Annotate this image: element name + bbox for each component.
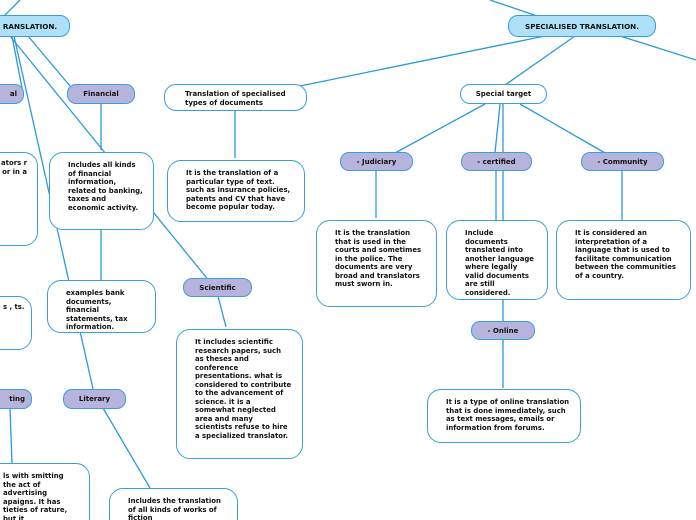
- node-label: ting: [9, 395, 25, 403]
- advertising-desc-partial: ls with smitting the act of advertising …: [0, 463, 90, 520]
- legal-desc-partial: l n. ators r or in a: [0, 152, 38, 246]
- translation-root-partial[interactable]: RANSLATION.: [0, 15, 70, 37]
- node-label: Financial: [83, 90, 119, 98]
- connector: [519, 103, 606, 154]
- certified-topic[interactable]: - certified: [461, 152, 532, 171]
- node-label: - Online: [487, 326, 519, 335]
- community-desc: It is considered an interpretation of a …: [556, 220, 691, 300]
- connector: [489, 0, 541, 18]
- scientific-desc: It includes scientific research papers, …: [176, 329, 303, 459]
- connector: [217, 295, 227, 328]
- connector: [27, 35, 71, 87]
- connector: [299, 35, 546, 87]
- literary-desc: Includes the translation of all kinds of…: [109, 488, 238, 520]
- judiciary-topic[interactable]: - Judiciary: [340, 152, 413, 171]
- specialised-types-node[interactable]: Translation of specialised types of docu…: [164, 84, 307, 111]
- literary-topic[interactable]: Literary: [63, 389, 126, 409]
- community-topic[interactable]: - Community: [581, 152, 664, 171]
- connector: [619, 35, 696, 61]
- specialised-types-desc: It is the translation of a particular ty…: [167, 160, 305, 222]
- financial-examples: examples bank documents, financial state…: [47, 280, 156, 333]
- judiciary-desc: It is the translation that is used in th…: [316, 220, 437, 307]
- advertising-topic-partial[interactable]: ting: [0, 389, 32, 409]
- node-label: - certified: [477, 157, 516, 166]
- node-label: al: [9, 90, 17, 98]
- specialised-translation-node[interactable]: SPECIALISED TRANSLATION.: [508, 15, 656, 37]
- legal-topic-partial[interactable]: al: [0, 84, 24, 104]
- connector: [504, 35, 576, 86]
- node-label: Scientific: [199, 283, 236, 292]
- online-desc: It is a type of online translation that …: [427, 389, 581, 443]
- special-target-node[interactable]: Special target: [460, 84, 547, 104]
- node-label: RANSLATION.: [2, 21, 58, 31]
- certified-desc: Include documents translated into anothe…: [446, 220, 548, 300]
- legal-examples-partial: s , ts.: [0, 296, 32, 350]
- financial-desc: Includes all kinds of financial informat…: [49, 152, 154, 230]
- node-label: Literary: [78, 395, 111, 403]
- connector: [102, 407, 151, 489]
- node-label: - Judiciary: [356, 157, 397, 166]
- financial-topic[interactable]: Financial: [67, 84, 135, 104]
- connector: [494, 103, 501, 154]
- connector: [11, 35, 23, 89]
- connector: [9, 407, 13, 464]
- connector: [394, 103, 486, 154]
- node-label: - Community: [597, 157, 648, 166]
- scientific-topic[interactable]: Scientific: [183, 278, 252, 297]
- node-label: SPECIALISED TRANSLATION.: [525, 21, 639, 31]
- online-topic[interactable]: - Online: [471, 321, 535, 340]
